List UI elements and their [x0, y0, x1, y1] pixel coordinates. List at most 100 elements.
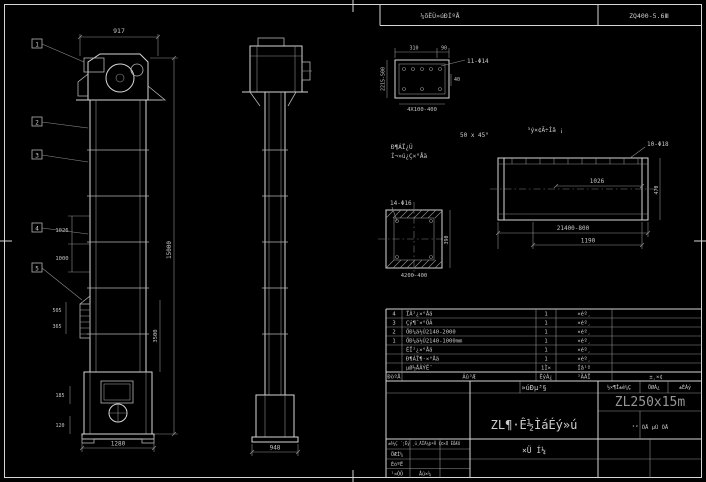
dim-3500: 3500 [153, 329, 159, 342]
table-row: 4 ÏÂ²¿×°Åä 1 ×éº¸ [392, 311, 590, 318]
casing-dim-inner: 1026 [590, 178, 605, 185]
balloon-1-label: 1 [35, 42, 39, 49]
header-strip: ¼õËÙ»úÐÍºÅ ZQ400-5.6Ⅲ [379, 4, 702, 26]
channel-dim-90: 90 [441, 46, 447, 52]
channel-dim-height: 2215-500 [381, 67, 387, 91]
dim-185: 185 [55, 393, 64, 399]
row-name: µØ½ÅÂÝË¨ [406, 365, 433, 372]
flange-detail: 14-Φ16 390 4200-400 [378, 200, 451, 279]
flange-dim-pitch: 4200-400 [401, 273, 428, 279]
header-name: Ãû³Æ [462, 374, 476, 381]
sheet-label: ¹² ÕÅ µÚ ÕÅ [632, 424, 669, 431]
side-view: 948 [242, 37, 312, 456]
balloon-5-label: 5 [35, 266, 39, 273]
note-chamfer: 50 x 45° [460, 132, 489, 139]
table-header-row: ÐòºÅ Ãû³Æ ÊýÁ¿ ²ÄÁÏ ±¸×¢ [387, 373, 662, 381]
header-left-label: ¼õËÙ»úÐÍºÅ [420, 11, 459, 20]
row-name: ÏÂ²¿×°Åä [406, 311, 433, 318]
channel-dim-40: 40 [454, 77, 460, 83]
row-material: Íâ¹º [577, 364, 590, 372]
row-name: ÖÐ¼ä½Ú2140-1000mm [406, 338, 463, 345]
inlet-chute [79, 303, 91, 339]
header-qty: ÊýÁ¿ [539, 373, 552, 381]
dim-365: 365 [52, 324, 61, 330]
parts-table: 4 ÏÂ²¿×°Åä 1 ×éº¸ 3 Çý¶¯×°ÖÃ 1 ×éº¸ 2 ÖÐ… [385, 308, 702, 478]
row-qty: 1 [544, 321, 547, 327]
row-no: 2 [392, 330, 395, 336]
row-qty: 1 [544, 348, 547, 354]
balloon-3: 3 [31, 149, 89, 163]
table-row: Ð¶ÁÏ¶·×°Åä 1 ×éº¸ [406, 356, 591, 363]
head-pulley [105, 63, 135, 93]
balloon-3-label: 3 [35, 153, 39, 160]
table-row: 2 ÖÐ¼ä½Ú2140-2000 1 ×éº¸ [392, 329, 590, 336]
row-material: ×éº¸ [577, 329, 590, 336]
sig-checked-label: ÉóºË [391, 460, 403, 468]
table-row: 3 Çý¶¯×°ÖÃ 1 ×éº¸ [392, 320, 590, 327]
flange-holes-note: 14-Φ16 [390, 200, 412, 207]
casing-holes-note: 10-Φ18 [647, 141, 669, 148]
dim-120: 120 [55, 423, 64, 429]
row-qty: 1 [544, 330, 547, 336]
scale-label: ±ÈÀý [679, 383, 691, 391]
boot-door [100, 380, 134, 404]
table-row: 1 ÖÐ¼ä½Ú2140-1000mm 1 ×éº¸ [392, 338, 590, 345]
drawing-subtitle: ×Ü Í¼ [522, 444, 546, 455]
technical-notes: Ð¶ÁÏ¿Ú Í¬»ú¿Ç×°Åä 50 x 45° ³ý×¢Ã÷Íâ ¡ [391, 126, 563, 160]
drawing-title: ZL¶·Ê½ÌáÉý»ú [491, 417, 578, 432]
row-no: 3 [392, 321, 395, 327]
company-name: »úÐµ³§ [521, 384, 546, 392]
header-remark: ±¸×¢ [649, 375, 662, 381]
balloon-1: 1 [31, 38, 85, 63]
row-name: Çý¶¯×°ÖÃ [406, 320, 433, 327]
row-name: ÉÏ²¿×°Åä [406, 346, 433, 354]
dim-boot-width: 1280 [111, 441, 126, 448]
row-name: ÖÐ¼ä½Ú2140-2000 [406, 329, 456, 336]
row-material: ×éº¸ [577, 356, 590, 363]
title-block: »úÐµ³§ ½×¶Î±ê¼Ç ÖØÁ¿ ±ÈÀý ZL250x15m ZL¶·… [386, 380, 702, 478]
sig-process-label: ¹¤ÒÕ [391, 471, 403, 478]
casing-dim-height: 470 [654, 185, 660, 194]
table-row: µØ½ÅÂÝË¨ 1Ì× Íâ¹º [406, 364, 591, 372]
row-qty: 1 [544, 339, 547, 345]
dim-head-width: 917 [113, 27, 125, 35]
header-material: ²ÄÁÏ [577, 374, 590, 381]
note-discharge: Ð¶ÁÏ¿Ú [391, 144, 413, 151]
revision-header-row: ±ê¼Ç ´¦Êý ¸ü¸ÄÎÄ¼þºÅ Ç©×Ö ÈÕÆÚ [388, 441, 461, 447]
note-assembly: Í¬»ú¿Ç×°Åä [391, 152, 428, 160]
row-qty: 1 [544, 312, 547, 318]
note-general: ³ý×¢Ã÷Íâ ¡ [527, 126, 563, 134]
header-no: ÐòºÅ [387, 374, 401, 381]
dim-1026: 1026 [55, 228, 68, 234]
row-material: ×éº¸ [577, 338, 590, 345]
header-reducer-model: ZQ400-5.6Ⅲ [629, 12, 669, 20]
channel-dim-width: 310 [409, 46, 418, 52]
channel-dim-pitch: 4X100-400 [407, 107, 437, 113]
dim-total-height: 15000 [166, 241, 173, 259]
row-qty: 1Ì× [541, 365, 551, 372]
channel-holes-note: 11-Φ14 [467, 58, 489, 65]
weight-label: ÖØÁ¿ [648, 384, 660, 391]
row-material: ×éº¸ [577, 347, 590, 354]
table-row: ÉÏ²¿×°Åä 1 ×éº¸ [406, 346, 591, 354]
flange-dim-height: 390 [444, 235, 450, 244]
balloon-2: 2 [31, 116, 89, 129]
sig-approved-label: Åú×¼ [419, 471, 431, 478]
row-name: Ð¶ÁÏ¶·×°Åä [406, 356, 439, 363]
channel-detail: 11-Φ14 310 90 2215-500 40 4X100-400 [381, 46, 490, 114]
casing-detail: 10-Φ18 1026 470 21400-800 1190 [490, 141, 669, 249]
casing-dim-1190: 1190 [581, 238, 596, 245]
stage-label: ½×¶Î±ê¼Ç [607, 384, 631, 391]
dim-side-boot-width: 948 [270, 445, 281, 452]
balloon-2-label: 2 [35, 120, 39, 127]
row-material: ×éº¸ [577, 320, 590, 327]
dim-1000: 1000 [55, 256, 68, 262]
dim-505: 505 [52, 308, 61, 314]
casing-dim-length: 21400-800 [557, 225, 590, 232]
balloon-4: 4 [31, 222, 89, 235]
row-qty: 1 [544, 357, 547, 363]
balloon-4-label: 4 [35, 226, 39, 233]
sig-drawn-label: ÖÆÍ¼ [391, 450, 403, 458]
